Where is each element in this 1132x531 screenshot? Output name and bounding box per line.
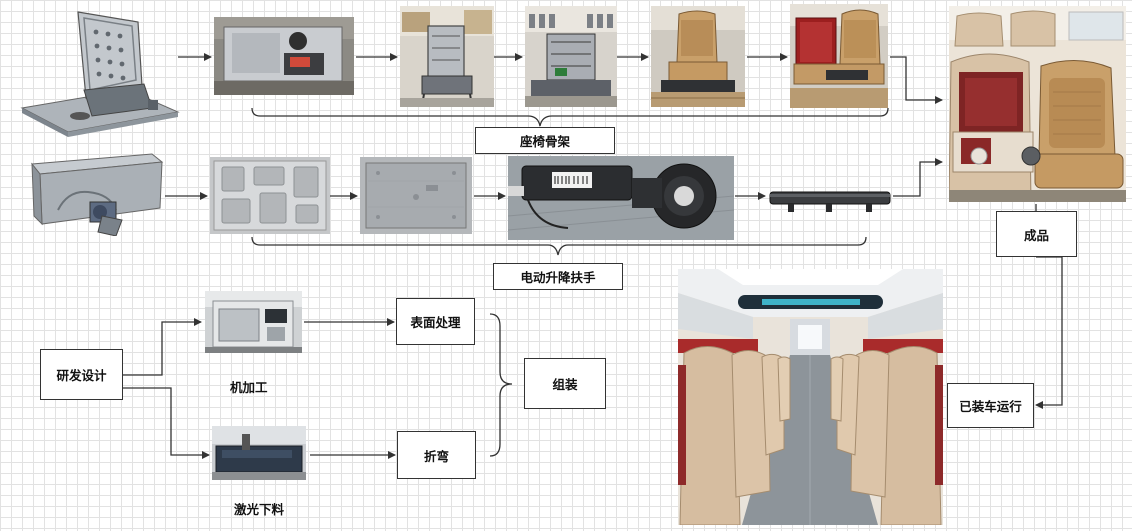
arrow-rnd-to-laser <box>122 387 210 459</box>
in-service-box: 已装车运行 <box>947 383 1034 428</box>
seat-frame-photo-1 <box>214 17 354 95</box>
train-interior-photo <box>678 269 943 525</box>
seat-frame-label: 座椅骨架 <box>475 127 615 154</box>
arrow-bar-to-finished <box>893 158 943 197</box>
seat-frame-photo-3 <box>525 6 617 107</box>
seat-frame-photo-5 <box>790 4 888 108</box>
laser-cutting-photo <box>212 426 306 480</box>
bending-box: 折弯 <box>397 431 476 479</box>
armrest-cad-image <box>28 150 164 236</box>
seat-frame-photo-4 <box>651 6 745 107</box>
arrow-rnd-to-machining <box>122 318 202 376</box>
armrest-plate-photo-1 <box>210 157 330 234</box>
brace-assembly <box>489 313 513 457</box>
laser-cutting-label: 激光下料 <box>234 502 285 517</box>
machining-photo <box>205 291 302 353</box>
finished-box: 成品 <box>996 211 1077 257</box>
brace-seat-frame <box>251 107 889 127</box>
assembly-box: 组装 <box>524 358 606 409</box>
seat-frame-photo-2 <box>400 6 494 107</box>
finished-seat-image <box>949 6 1126 202</box>
machining-label: 机加工 <box>230 380 268 395</box>
surface-treatment-box: 表面处理 <box>396 298 475 345</box>
arrow-frame5-to-finished <box>890 56 943 104</box>
arrow-finished-to-service <box>1035 256 1063 409</box>
armrest-plate-photo-2 <box>360 157 472 234</box>
armrest-label: 电动升降扶手 <box>493 263 623 290</box>
armrest-bar-image <box>768 188 892 216</box>
seat-frame-cad-image <box>20 8 180 138</box>
rnd-box: 研发设计 <box>40 349 123 400</box>
armrest-motor-photo <box>508 156 734 240</box>
brace-armrest <box>251 236 867 256</box>
